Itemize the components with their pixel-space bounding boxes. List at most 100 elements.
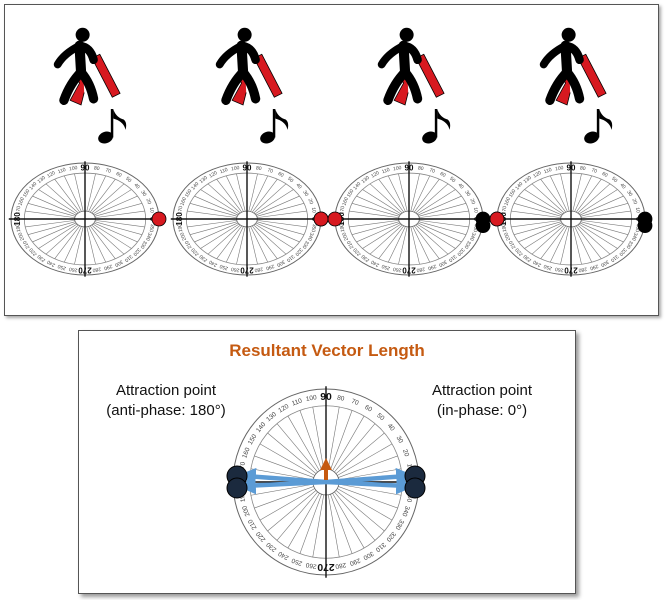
beat-marker [404, 477, 426, 499]
dial-spoke [254, 486, 314, 509]
dial-tick-label: 90 [243, 164, 252, 173]
dial-tick-label: 210 [508, 239, 517, 249]
dial-tick-label: 270 [402, 265, 416, 274]
dial-spoke [378, 179, 405, 213]
polar-dial: 0102030405060708090100110120130140150160… [8, 161, 162, 277]
dial-spoke [250, 175, 269, 212]
dial-spoke [531, 224, 565, 255]
dial-tick-label: 130 [37, 175, 47, 185]
dial-spoke [415, 224, 449, 255]
dial-spoke [189, 203, 238, 217]
dial-tick-label: 40 [386, 423, 396, 433]
dial-spoke [580, 203, 629, 217]
dial-tick-label: 150 [346, 188, 355, 198]
dial-spoke [250, 468, 314, 481]
dial-tick-label: 340 [144, 231, 153, 241]
dial-spoke [351, 203, 400, 217]
sequence-step-4: 0102030405060708090100110120130140150160… [489, 27, 653, 277]
dial-spoke [410, 226, 420, 265]
note-flag [113, 109, 127, 130]
dial-spoke [572, 226, 582, 265]
dial-spoke [255, 195, 300, 216]
dial-spoke [574, 175, 593, 212]
front-leg [400, 67, 423, 104]
dial-tick-label: 160 [341, 196, 350, 206]
dial-spoke [575, 179, 602, 213]
dial-spoke [578, 189, 618, 215]
dial-tick-label: 340 [630, 231, 639, 241]
dial-tick-label: 120 [532, 170, 542, 179]
dial-spoke [540, 225, 567, 259]
dial-spoke [417, 195, 462, 216]
note-stem [596, 109, 600, 138]
dial-spoke [93, 222, 138, 243]
dial-tick-label: 60 [115, 171, 123, 179]
dial-tick-label: 50 [124, 176, 132, 184]
dial-tick-label: 40 [132, 182, 140, 190]
summary-dial: 0102030405060708090100110120130140150160… [226, 386, 426, 578]
music-note-icon [584, 109, 613, 144]
front-leg [238, 67, 261, 104]
dial-tick-label: 130 [523, 175, 533, 185]
beat-marker [475, 218, 491, 234]
dial-tick-label: 200 [241, 504, 251, 517]
dial-spoke [91, 224, 125, 255]
dial-spoke [189, 221, 238, 235]
dial-tick-label: 280 [578, 266, 587, 273]
dial-tick-label: 140 [352, 181, 362, 191]
dial-tick-label: 220 [28, 246, 38, 256]
dial-spoke [511, 220, 561, 228]
dial-tick-label: 280 [416, 266, 425, 273]
dial-spoke [362, 223, 402, 249]
dial-spoke [413, 225, 440, 259]
dial-tick-label: 280 [334, 561, 346, 570]
music-note-icon [98, 109, 127, 144]
dial-tick-label: 20 [145, 198, 153, 205]
dial-tick-label: 20 [307, 198, 315, 205]
dial-tick-label: 190 [339, 223, 346, 232]
dial-spoke [338, 483, 402, 496]
dial-spoke [369, 183, 403, 214]
dial-tick-label: 130 [361, 175, 371, 185]
dial-tick-label: 140 [514, 181, 524, 191]
dial-spoke [276, 423, 318, 473]
beat-marker [637, 218, 653, 234]
dial-spoke [335, 432, 385, 474]
dial-spoke [338, 486, 398, 509]
footstep-marker [489, 211, 505, 227]
dial-tick-label: 80 [255, 165, 262, 172]
dial-spoke [416, 223, 456, 249]
dial-spoke [250, 483, 314, 496]
dial-spoke [45, 183, 79, 214]
dial-tick-label: 150 [22, 188, 31, 198]
dial-spoke [398, 173, 408, 212]
music-note-icon [422, 109, 451, 144]
dial-tick-label: 30 [625, 190, 633, 198]
dial-tick-label: 120 [370, 170, 380, 179]
dial-spoke [549, 175, 568, 212]
dial-tick-label: 110 [543, 167, 553, 175]
dial-tick-label: 40 [456, 182, 464, 190]
dial-spoke [200, 223, 240, 249]
dial-tick-label: 30 [301, 190, 309, 198]
dial-tick-label: 250 [290, 556, 303, 566]
dial-tick-label: 140 [28, 181, 38, 191]
dial-spoke [327, 494, 340, 558]
dial-spoke [412, 226, 431, 263]
front-leg [76, 67, 99, 104]
dial-tick-label: 240 [532, 258, 542, 267]
dial-tick-label: 340 [468, 231, 477, 241]
dial-spoke [194, 195, 239, 216]
dial-spoke [378, 225, 405, 259]
dial-spoke [207, 183, 241, 214]
dial-tick-label: 250 [543, 263, 553, 272]
dial-tick-label: 100 [231, 165, 240, 172]
dial-tick-label: 200 [179, 231, 188, 241]
dial-spoke [540, 179, 567, 213]
note-stem [434, 109, 438, 138]
dial-tick-label: 120 [208, 170, 218, 179]
cane [415, 53, 445, 98]
dial-tick-label: 300 [599, 258, 609, 267]
attraction-label-anti-phase: Attraction point (anti-phase: 180°) [91, 381, 241, 421]
dial-spoke [216, 225, 243, 259]
